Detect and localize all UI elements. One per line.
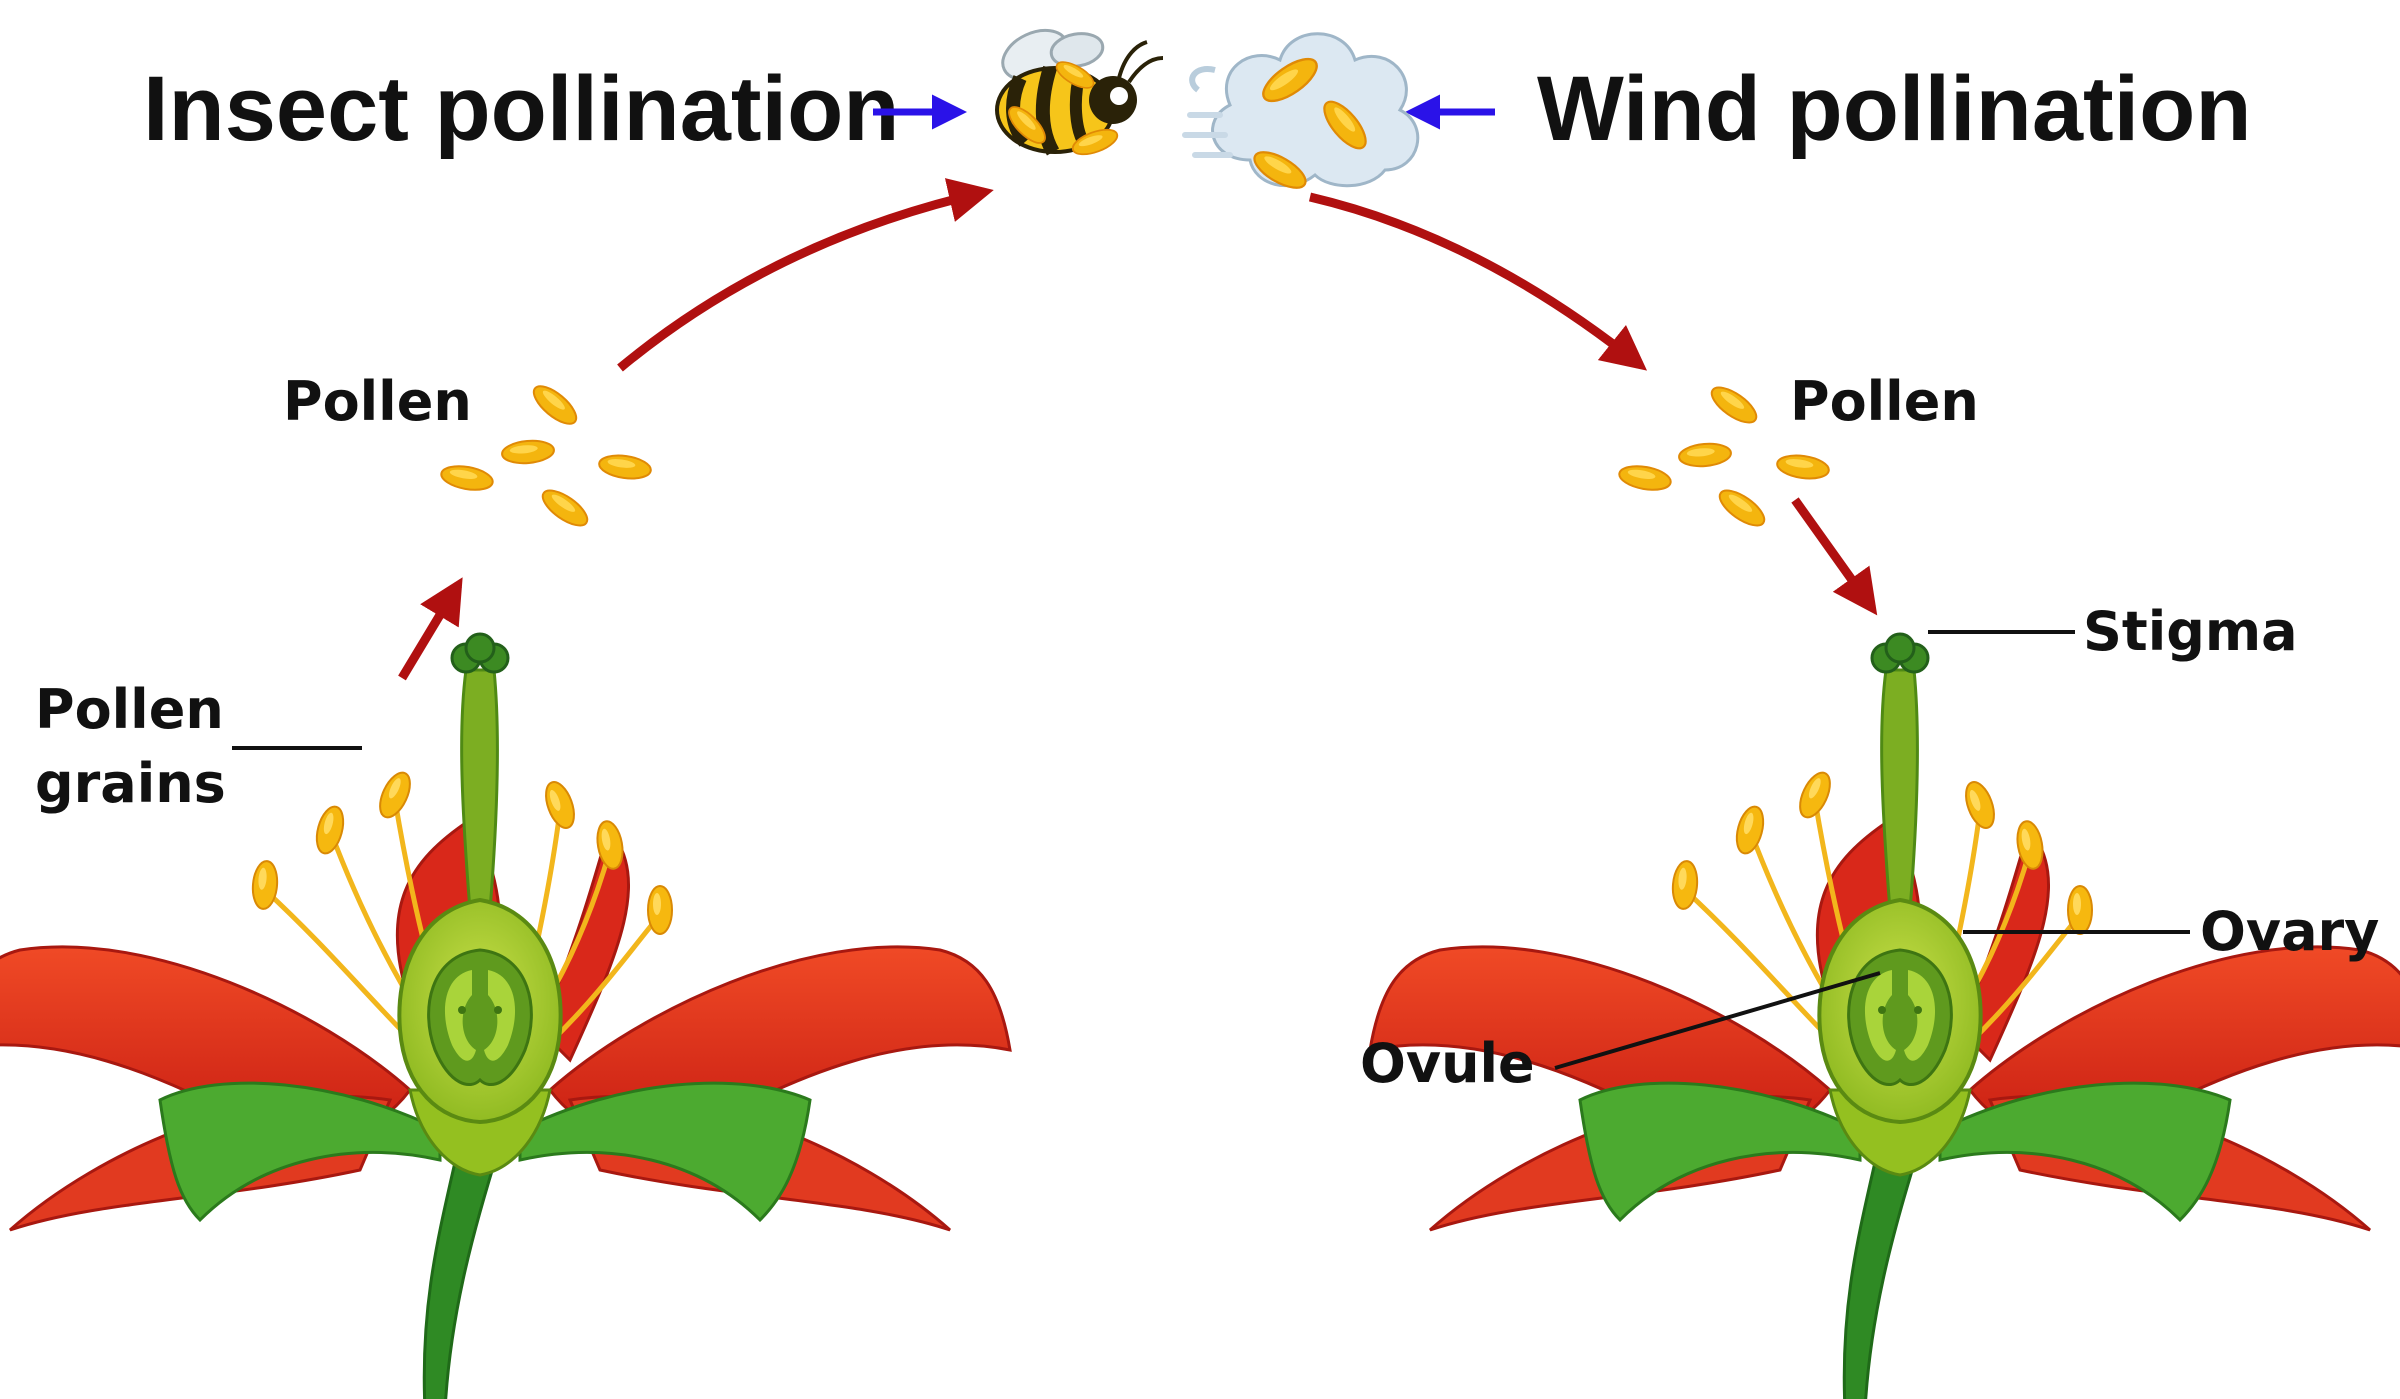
label-pollen-right: Pollen	[1790, 370, 1979, 433]
bee-icon	[995, 28, 1164, 161]
title-insect-pollination: Insect pollination	[143, 58, 899, 160]
flow-arrow-pollen-to-bee	[617, 178, 994, 372]
flower-right	[1370, 634, 2400, 1399]
label-ovule: Ovule	[1360, 1032, 1535, 1095]
label-pollen-grains-line2: grains	[35, 752, 226, 815]
label-pollen-grains-line1: Pollen	[35, 678, 224, 741]
flow-arrow-anther-to-pollen	[398, 577, 463, 681]
leader-line-ovule	[1554, 971, 1881, 1070]
label-ovary: Ovary	[2200, 900, 2379, 963]
flower-left	[0, 634, 1010, 1399]
label-stigma: Stigma	[2083, 600, 2298, 663]
flow-arrow-wind-to-pollen	[1308, 192, 1648, 371]
flow-arrow-pollen-to-stigma	[1791, 497, 1878, 616]
title-wind-pollination: Wind pollination	[1537, 58, 2252, 160]
wind-cloud-icon	[1182, 32, 1420, 196]
label-pollen-left: Pollen	[283, 370, 472, 433]
